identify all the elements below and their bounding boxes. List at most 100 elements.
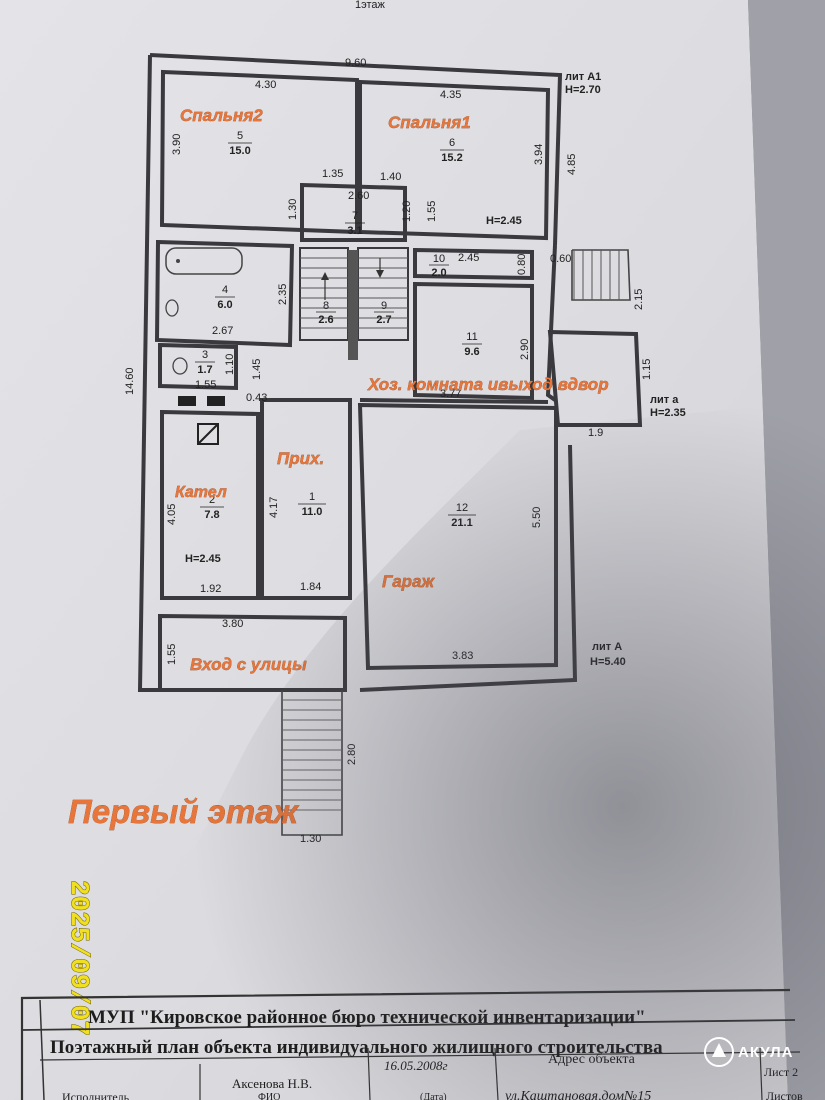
svg-text:3: 3 [202, 349, 208, 361]
svg-text:Листов: Листов [766, 1089, 803, 1100]
svg-text:1.40: 1.40 [380, 171, 401, 183]
svg-text:6: 6 [449, 137, 455, 149]
svg-text:0.60: 0.60 [550, 253, 571, 265]
svg-text:2.35: 2.35 [277, 284, 289, 305]
svg-text:H=2.35: H=2.35 [650, 407, 686, 419]
svg-text:1.9: 1.9 [588, 427, 603, 439]
header-top-text: 1этаж [355, 0, 386, 11]
floor-title: Первый этаж [68, 793, 300, 830]
svg-text:2.0: 2.0 [431, 267, 446, 279]
svg-text:1.10: 1.10 [224, 354, 236, 375]
svg-text:H=2.70: H=2.70 [565, 84, 601, 96]
svg-text:15.0: 15.0 [229, 145, 250, 157]
svg-text:2.15: 2.15 [633, 289, 645, 310]
svg-text:15.2: 15.2 [441, 152, 462, 164]
label-bedroom-1: Спальня1 [388, 113, 471, 132]
svg-text:H=2.45: H=2.45 [486, 215, 522, 227]
title-block: МУП "Кировское районное бюро технической… [20, 988, 803, 1100]
svg-text:3.77: 3.77 [440, 388, 461, 400]
svg-text:9.60: 9.60 [345, 57, 366, 69]
doc-date: 16.05.2008г [384, 1058, 448, 1073]
svg-text:3.80: 3.80 [222, 618, 243, 630]
svg-text:11.0: 11.0 [302, 506, 323, 518]
stairs [299, 247, 409, 360]
svg-text:0.43: 0.43 [246, 392, 267, 404]
svg-text:1.55: 1.55 [195, 379, 216, 391]
svg-text:0.80: 0.80 [516, 254, 528, 275]
room-3-outline [158, 342, 238, 391]
entrance-outline [158, 613, 347, 692]
svg-text:6.0: 6.0 [217, 299, 232, 311]
room-10-outline [413, 247, 534, 281]
svg-text:4.17: 4.17 [268, 497, 280, 518]
label-boiler: Кател [175, 484, 227, 501]
svg-text:2.6: 2.6 [318, 314, 333, 326]
svg-text:7.8: 7.8 [204, 509, 219, 521]
shark-fin-icon [704, 1037, 734, 1067]
svg-text:H=2.45: H=2.45 [185, 553, 221, 565]
room-labels: 5 15.0 6 15.2 7 3.1 4 6.0 8 2.6 9 2.7 10… [195, 130, 482, 529]
svg-text:1.84: 1.84 [300, 581, 321, 593]
svg-text:лит А: лит А [592, 641, 622, 653]
svg-text:4.30: 4.30 [255, 79, 276, 91]
date-stamp: 2025/09/07 [64, 880, 94, 1036]
svg-text:21.1: 21.1 [451, 517, 472, 529]
svg-text:4.35: 4.35 [440, 89, 461, 101]
svg-text:1: 1 [309, 491, 315, 503]
room-12-outline [357, 402, 558, 671]
svg-text:4.85: 4.85 [566, 154, 578, 175]
svg-text:12: 12 [456, 502, 468, 514]
svg-text:1.55: 1.55 [166, 644, 178, 665]
svg-text:1.45: 1.45 [251, 359, 263, 380]
dimension-labels: 9.60 4.30 4.35 14.60 3.90 3.94 4.85 1.35… [124, 57, 653, 845]
label-hall: Прих. [277, 449, 324, 468]
address: ул.Каштановая,дом№15 [503, 1089, 651, 1100]
svg-text:2.80: 2.80 [346, 744, 358, 765]
svg-text:3.94: 3.94 [533, 144, 545, 165]
svg-text:1.92: 1.92 [200, 583, 221, 595]
svg-text:лит А1: лит А1 [565, 71, 601, 83]
svg-text:1.20: 1.20 [401, 201, 413, 222]
svg-text:9: 9 [381, 300, 387, 312]
svg-text:3.90: 3.90 [171, 134, 183, 155]
org-name: МУП "Кировское районное бюро технической… [88, 1007, 646, 1028]
svg-text:8: 8 [323, 300, 329, 312]
address-label: Адрес объекта [548, 1052, 636, 1067]
svg-text:4.05: 4.05 [166, 504, 178, 525]
svg-text:H=5.40: H=5.40 [590, 656, 626, 668]
svg-text:2.60: 2.60 [348, 190, 369, 202]
room-6-outline [358, 79, 551, 241]
svg-text:1.30: 1.30 [300, 833, 321, 845]
watermark-logo: АКУЛА [700, 1035, 825, 1075]
svg-text:2.67: 2.67 [212, 325, 233, 337]
svg-text:(Дата): (Дата) [420, 1092, 447, 1100]
person-name: Аксенова Н.В. [232, 1076, 312, 1091]
svg-text:1.30: 1.30 [287, 199, 299, 220]
svg-text:7: 7 [352, 210, 358, 222]
label-bedroom-2: Спальня2 [180, 106, 263, 125]
toilet-icon [165, 299, 179, 317]
svg-text:1.7: 1.7 [197, 364, 212, 376]
label-garage: Гараж [382, 572, 436, 591]
toilet-3-icon [172, 357, 188, 375]
svg-text:1.15: 1.15 [641, 359, 653, 380]
svg-text:2.90: 2.90 [519, 339, 531, 360]
svg-text:ФИО: ФИО [258, 1092, 280, 1100]
svg-text:3.1: 3.1 [347, 225, 362, 237]
svg-text:2.45: 2.45 [458, 252, 479, 264]
svg-text:14.60: 14.60 [124, 367, 136, 395]
watermark-text: АКУЛА [738, 1044, 794, 1061]
svg-text:5: 5 [237, 130, 243, 142]
svg-text:4: 4 [222, 284, 228, 296]
back-stairs [571, 249, 631, 301]
svg-text:3.83: 3.83 [452, 650, 473, 662]
label-entrance: Вход с улицы [190, 655, 307, 674]
svg-text:1.55: 1.55 [426, 201, 438, 222]
svg-text:Исполнитель: Исполнитель [62, 1090, 130, 1100]
bathtub-icon [165, 247, 243, 275]
room-11-outline [413, 281, 534, 401]
svg-text:1.35: 1.35 [322, 168, 343, 180]
svg-text:11: 11 [466, 331, 477, 343]
svg-text:10: 10 [433, 253, 445, 265]
room-4-outline [154, 239, 295, 348]
